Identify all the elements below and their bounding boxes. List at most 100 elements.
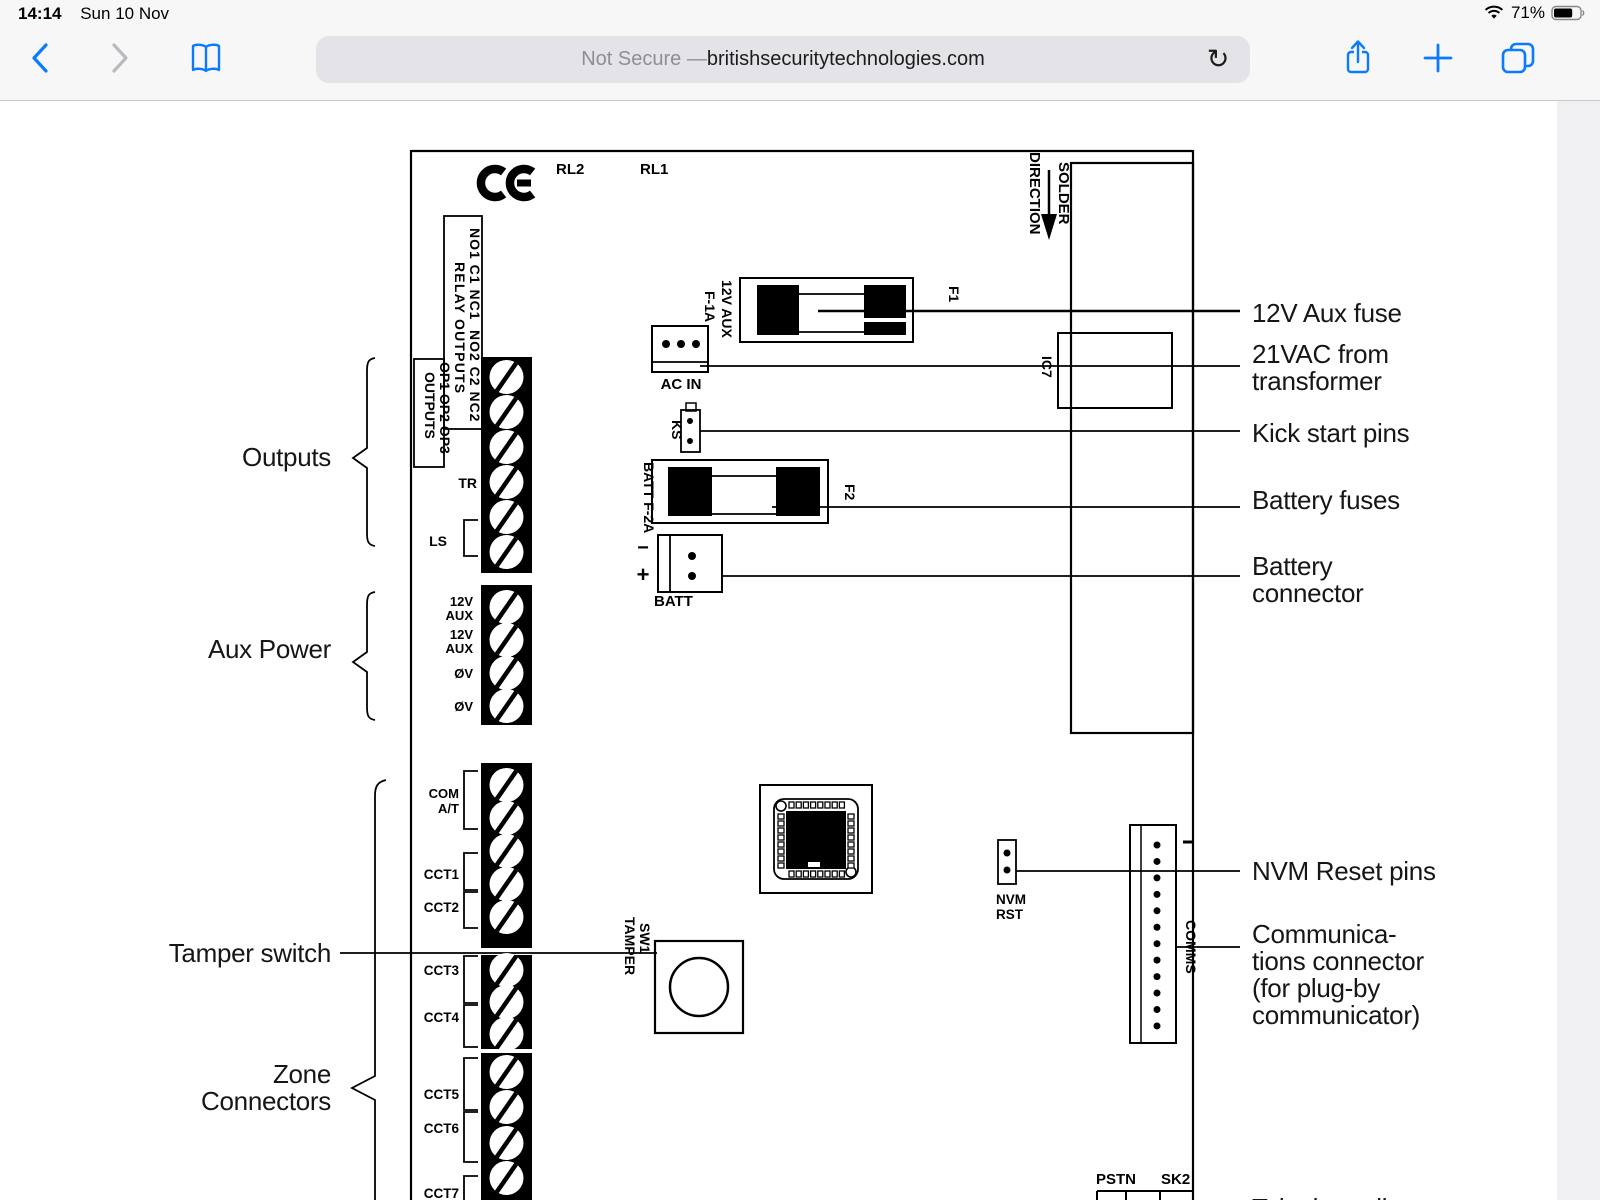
terminal-block-aux-screw-slot — [494, 690, 519, 722]
ic-curl-topleft — [775, 800, 787, 812]
main-ic-chip-pin — [824, 870, 831, 878]
rl1-label: RL1 — [640, 161, 668, 178]
solder-label: SOLDER — [1055, 162, 1072, 225]
cct4-bracket — [463, 1004, 478, 1048]
cct7-bracket — [463, 1175, 478, 1200]
op-terminal-names: OP1 OP2 OP3 — [437, 362, 453, 454]
main-ic-chip-pin — [831, 801, 838, 809]
batt-plus: + — [637, 562, 650, 587]
ls-bracket — [463, 519, 478, 557]
outputs-brace — [351, 357, 376, 547]
comms-pin — [1153, 1006, 1161, 1013]
terminal-block-zones-3-screw-slot — [494, 1127, 519, 1159]
main-ic-chip-pin — [847, 820, 855, 827]
main-ic-chip-pin — [838, 870, 846, 878]
wifi-icon — [1484, 5, 1504, 19]
f2-designator: F2 — [842, 484, 858, 501]
terminal-block-relay-screw-slot — [494, 361, 519, 393]
terminal-block-zones-1-screw-slot — [494, 835, 519, 867]
forward-button[interactable] — [98, 34, 142, 82]
f1-clip-left — [757, 285, 799, 335]
terminal-block-zones-2-screw-slot — [494, 986, 519, 1018]
aux-12v-b1: 12V — [450, 627, 473, 642]
main-ic-chip-pin — [777, 820, 785, 827]
cct5-bracket — [463, 1057, 478, 1111]
share-button[interactable] — [1336, 34, 1380, 82]
f2-rating: BATT F-2A — [641, 462, 657, 533]
comms-pin — [1153, 956, 1161, 964]
direction-label: DIRECTION — [1026, 152, 1043, 235]
acin-pin — [692, 340, 700, 348]
ac-in-connector — [651, 325, 709, 373]
ac-in-label: AC IN — [661, 376, 702, 393]
sk2-label: SK2 — [1161, 1171, 1190, 1188]
op-outputs-box — [413, 358, 445, 468]
relay-terminal-names-1: NO1 C1 NC1 — [467, 228, 483, 320]
f1-clip-right-a — [864, 285, 906, 318]
terminal-block-zones-1-screw-slot — [494, 802, 519, 834]
address-bar[interactable]: Not Secure — britishsecuritytechnologies… — [316, 36, 1250, 83]
nvm-pin — [1003, 866, 1011, 874]
ic-outer — [759, 784, 873, 894]
tabs-button[interactable] — [1496, 34, 1540, 82]
new-tab-button[interactable] — [1416, 34, 1460, 82]
main-ic-chip-pin — [809, 870, 817, 878]
ann-kick-start: Kick start pins — [1252, 418, 1410, 448]
main-ic-chip-pin — [777, 841, 785, 848]
ann-21vac-1: 21VAC from — [1252, 339, 1389, 369]
terminal-block-aux-screw-slot — [494, 657, 519, 689]
com-label: COM — [429, 786, 459, 801]
nvm-label-1: NVM — [996, 892, 1026, 907]
url-domain: britishsecuritytechnologies.com — [706, 48, 985, 70]
not-secure-label: Not Secure — — [581, 48, 707, 70]
terminal-block-zones-1-screw-slot — [494, 868, 519, 900]
main-ic-chip-pin — [788, 870, 795, 878]
f1-rating-line2: F-1A — [702, 291, 718, 322]
terminal-block-relay-screw-slot — [494, 431, 519, 463]
ann-12v-aux-fuse: 12V Aux fuse — [1252, 298, 1402, 328]
main-ic-chip-pin — [795, 801, 802, 809]
reload-button[interactable]: ↻ — [1206, 44, 1230, 74]
batt-label: BATT — [654, 593, 693, 610]
ann-comms-1: Communica- — [1252, 919, 1396, 949]
bookmarks-icon[interactable] — [184, 34, 228, 82]
ks-label: KS — [669, 420, 685, 439]
comms-pin — [1153, 857, 1161, 865]
ann-aux-power: Aux Power — [208, 634, 332, 664]
acin-pin — [677, 340, 685, 348]
f2-clip-right — [776, 467, 820, 516]
terminal-block-zones-3-screw-slot — [494, 1091, 519, 1123]
main-ic-chip — [786, 811, 846, 869]
main-ic-chip-pin — [777, 827, 785, 834]
main-ic-chip-notch — [808, 862, 820, 867]
cct3-bracket — [463, 955, 478, 1004]
cct6-bracket — [463, 1111, 478, 1163]
aux-power-brace — [351, 591, 376, 721]
comms-pin — [1153, 890, 1161, 898]
main-ic-chip-pin — [777, 855, 785, 862]
zone-connectors-brace — [350, 779, 387, 1200]
comms-pin — [1153, 841, 1161, 849]
comms-label: COMMS — [1183, 920, 1199, 974]
nvm-reset-pins-box — [997, 839, 1017, 885]
back-button[interactable] — [18, 34, 62, 82]
rl2-label: RL2 — [556, 161, 584, 178]
comms-pin — [1153, 940, 1161, 948]
aux-0v-b: ØV — [454, 699, 473, 714]
main-ic-chip-pin — [824, 801, 831, 809]
main-ic-chip-pin — [817, 801, 824, 809]
main-ic-chip-pin — [847, 834, 855, 841]
terminal-block-relay-screw-slot — [494, 501, 519, 533]
relay-outputs-label: RELAY OUTPUTS — [452, 262, 468, 394]
fuse-f1-body — [739, 277, 914, 343]
cct6-label: CCT6 — [424, 1121, 460, 1136]
terminal-block-zones-3-screw-slot — [494, 1056, 519, 1088]
ann-battery-fuses: Battery fuses — [1252, 485, 1400, 515]
ann-nvm-reset: NVM Reset pins — [1252, 856, 1436, 886]
ic7-label: IC7 — [1039, 356, 1055, 378]
cct3-label: CCT3 — [424, 963, 460, 978]
cct1-label: CCT1 — [424, 867, 460, 882]
batt-pin — [688, 552, 696, 560]
f1-rating-line1: 12V AUX — [719, 280, 735, 339]
